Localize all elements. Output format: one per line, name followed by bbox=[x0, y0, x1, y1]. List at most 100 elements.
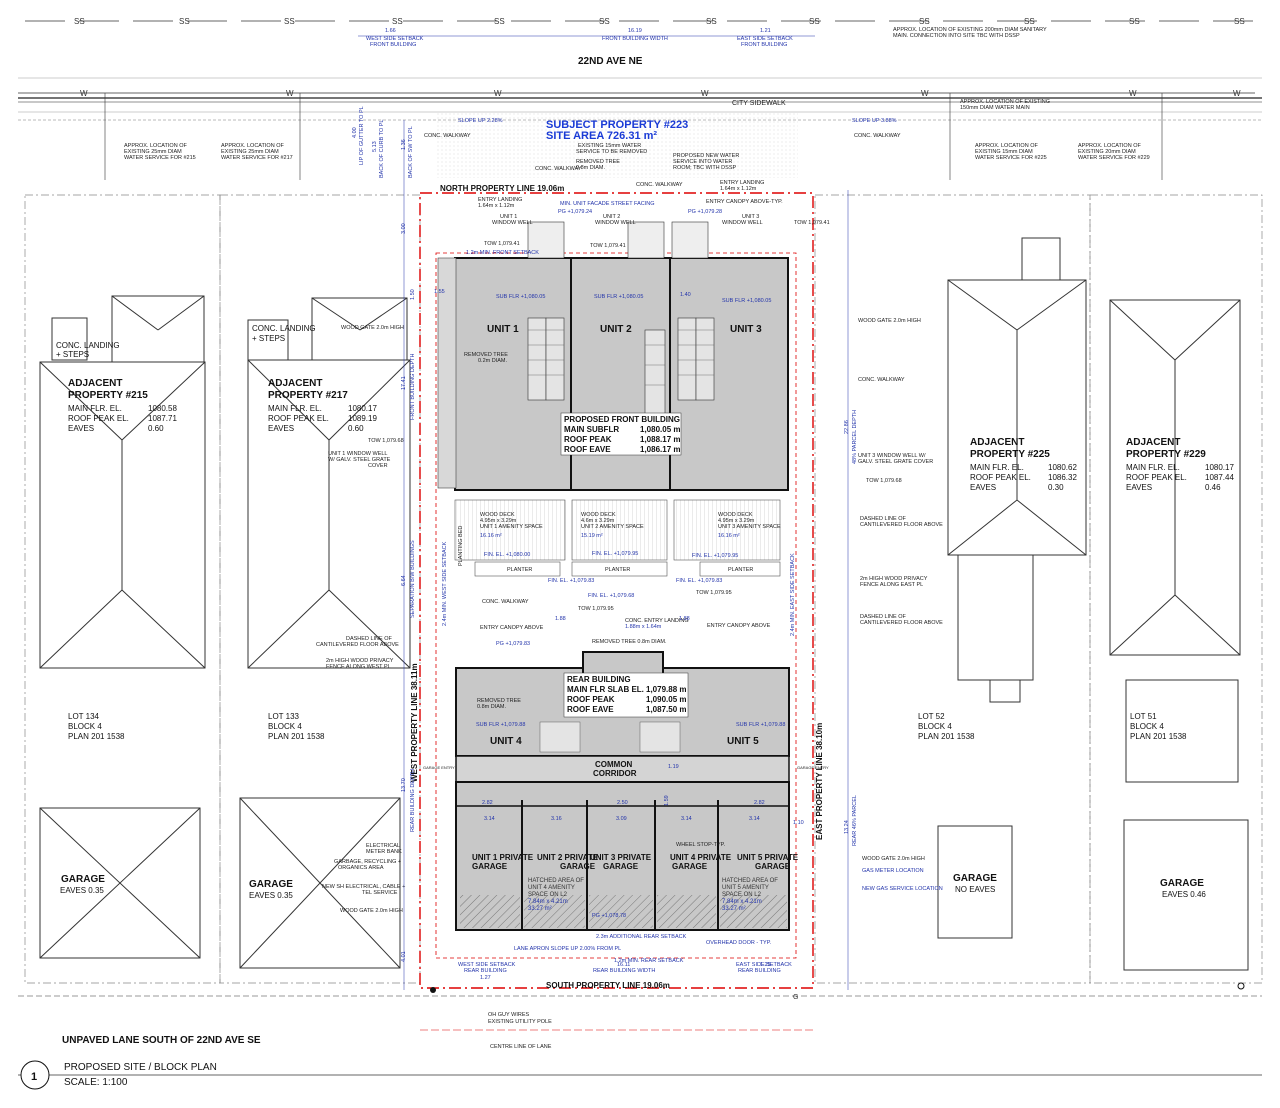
svg-text:WEST SIDE SETBACK: WEST SIDE SETBACK bbox=[366, 36, 424, 42]
svg-text:APPROX. LOCATION OF: APPROX. LOCATION OF bbox=[1078, 143, 1141, 149]
svg-text:1080.62: 1080.62 bbox=[1048, 463, 1077, 472]
svg-text:1,080.05 m: 1,080.05 m bbox=[640, 425, 680, 434]
svg-text:SERVICE INTO WATER: SERVICE INTO WATER bbox=[673, 159, 732, 165]
svg-text:1086.32: 1086.32 bbox=[1048, 473, 1077, 482]
svg-text:BLOCK 4: BLOCK 4 bbox=[268, 722, 302, 731]
svg-text:0.46: 0.46 bbox=[1205, 483, 1221, 492]
svg-text:SPACE ON L2: SPACE ON L2 bbox=[722, 892, 762, 898]
svg-text:1080.17: 1080.17 bbox=[1205, 463, 1234, 472]
svg-text:EAST SIDE SETBACK: EAST SIDE SETBACK bbox=[736, 962, 792, 968]
svg-text:1.27: 1.27 bbox=[480, 975, 491, 981]
unit-1-label: UNIT 1 bbox=[487, 324, 519, 335]
water-label: W bbox=[1129, 89, 1137, 98]
svg-text:BACK OF SW TO PL: BACK OF SW TO PL bbox=[408, 126, 414, 178]
svg-text:EXISTING 25mm DIAM: EXISTING 25mm DIAM bbox=[221, 149, 279, 155]
svg-text:BACK OF CURB TO PL: BACK OF CURB TO PL bbox=[379, 120, 385, 178]
unit-4-label: UNIT 4 bbox=[490, 736, 522, 747]
svg-text:TOW 1,079.41: TOW 1,079.41 bbox=[590, 243, 626, 249]
svg-text:BLOCK 4: BLOCK 4 bbox=[918, 722, 952, 731]
svg-text:CENTRE LINE OF LANE: CENTRE LINE OF LANE bbox=[490, 1044, 552, 1050]
svg-text:0.2m DIAM.: 0.2m DIAM. bbox=[478, 358, 508, 364]
svg-text:WEST SIDE SETBACK: WEST SIDE SETBACK bbox=[458, 962, 516, 968]
svg-text:16.16 m²: 16.16 m² bbox=[480, 533, 502, 539]
svg-text:ENTRY CANOPY ABOVE: ENTRY CANOPY ABOVE bbox=[480, 625, 544, 631]
svg-text:TOW 1,079.41: TOW 1,079.41 bbox=[484, 241, 520, 247]
svg-text:4.95m x 3.29m: 4.95m x 3.29m bbox=[480, 518, 517, 524]
svg-text:MAIN FLR. EL.: MAIN FLR. EL. bbox=[68, 404, 122, 413]
svg-text:CANTILEVERED FLOOR ABOVE: CANTILEVERED FLOOR ABOVE bbox=[860, 522, 943, 528]
svg-text:GARAGE ENTRY: GARAGE ENTRY bbox=[797, 765, 829, 770]
sanitary-label: SS bbox=[1234, 17, 1245, 26]
svg-text:WATER SERVICE FOR #217: WATER SERVICE FOR #217 bbox=[221, 155, 293, 161]
svg-text:UNIT 1: UNIT 1 bbox=[500, 214, 517, 220]
east-property-line: EAST PROPERTY LINE 38.10m bbox=[815, 723, 824, 840]
svg-text:CONC. WALKWAY: CONC. WALKWAY bbox=[854, 133, 901, 139]
sanitary-label: SS bbox=[494, 17, 505, 26]
svg-text:HATCHED AREA OF: HATCHED AREA OF bbox=[722, 878, 778, 884]
svg-text:UNIT 2 PRIVATE: UNIT 2 PRIVATE bbox=[537, 853, 599, 862]
svg-text:EAST SIDE SETBACK: EAST SIDE SETBACK bbox=[737, 36, 793, 42]
svg-text:1080.58: 1080.58 bbox=[148, 404, 177, 413]
svg-text:WINDOW WELL: WINDOW WELL bbox=[595, 220, 636, 226]
svg-text:APPROX. LOCATION OF EXISTING 2: APPROX. LOCATION OF EXISTING 200mm DIAM … bbox=[893, 27, 1047, 33]
svg-text:REAR BUILDING: REAR BUILDING bbox=[567, 675, 631, 684]
svg-text:MAIN FLR SLAB EL.: MAIN FLR SLAB EL. bbox=[567, 685, 644, 694]
svg-text:PLAN 201 1538: PLAN 201 1538 bbox=[68, 732, 125, 741]
sanitary-label: SS bbox=[1024, 17, 1035, 26]
svg-text:UNIT 2 AMENITY SPACE: UNIT 2 AMENITY SPACE bbox=[581, 524, 644, 530]
north-street-label: 22ND AVE NE bbox=[578, 56, 643, 67]
adjacent-lots bbox=[24, 194, 1263, 984]
svg-text:GARAGE: GARAGE bbox=[755, 862, 791, 871]
svg-text:MAIN FLR. EL.: MAIN FLR. EL. bbox=[970, 463, 1024, 472]
svg-text:SLOPE UP 3.88%: SLOPE UP 3.88% bbox=[852, 118, 897, 124]
svg-text:PLAN 201 1538: PLAN 201 1538 bbox=[268, 732, 325, 741]
svg-text:REAR BUILDING: REAR BUILDING bbox=[464, 968, 507, 974]
svg-text:EXISTING 20mm DIAM: EXISTING 20mm DIAM bbox=[1078, 149, 1136, 155]
svg-text:ORGANICS AREA: ORGANICS AREA bbox=[338, 865, 384, 871]
svg-text:ADJACENT: ADJACENT bbox=[268, 378, 322, 389]
svg-text:MAIN SUBFLR: MAIN SUBFLR bbox=[564, 425, 619, 434]
svg-text:ENTRY CANOPY ABOVE-TYP.: ENTRY CANOPY ABOVE-TYP. bbox=[706, 199, 783, 205]
svg-text:WINDOW WELL: WINDOW WELL bbox=[722, 220, 763, 226]
svg-text:TOW 1,079.68: TOW 1,079.68 bbox=[368, 438, 404, 444]
svg-text:SEPARATION B/W BUILDINGS: SEPARATION B/W BUILDINGS bbox=[410, 540, 416, 618]
svg-text:1.64m x 1.12m: 1.64m x 1.12m bbox=[720, 186, 757, 192]
svg-text:1089.19: 1089.19 bbox=[348, 414, 377, 423]
svg-text:SUB FLR +1,079.88: SUB FLR +1,079.88 bbox=[476, 722, 525, 728]
svg-text:1.55: 1.55 bbox=[434, 289, 445, 295]
svg-text:16.16 m²: 16.16 m² bbox=[718, 533, 740, 539]
svg-text:3.14: 3.14 bbox=[749, 816, 760, 822]
svg-text:FIN. EL. +1,079.68: FIN. EL. +1,079.68 bbox=[588, 593, 634, 599]
unit-5-label: UNIT 5 bbox=[727, 736, 759, 747]
svg-text:WOOD GATE 2.0m HIGH: WOOD GATE 2.0m HIGH bbox=[858, 318, 921, 324]
svg-text:1.10: 1.10 bbox=[793, 820, 804, 826]
svg-text:1.59: 1.59 bbox=[664, 795, 670, 806]
svg-text:FIN. EL. +1,079.95: FIN. EL. +1,079.95 bbox=[592, 551, 638, 557]
svg-text:7.84m x 4.21m: 7.84m x 4.21m bbox=[722, 899, 762, 905]
sanitary-label: SS bbox=[599, 17, 610, 26]
svg-text:SERVICE TO BE REMOVED: SERVICE TO BE REMOVED bbox=[576, 149, 647, 155]
svg-text:METER BANK: METER BANK bbox=[366, 849, 402, 855]
svg-text:CONC. LANDING: CONC. LANDING bbox=[252, 324, 316, 333]
svg-text:PLANTER: PLANTER bbox=[728, 567, 753, 573]
svg-text:CANTILEVERED FLOOR ABOVE: CANTILEVERED FLOOR ABOVE bbox=[860, 620, 943, 626]
svg-text:TOW 1,079.95: TOW 1,079.95 bbox=[696, 590, 732, 596]
svg-text:MIN. UNIT FACADE STREET FACING: MIN. UNIT FACADE STREET FACING bbox=[560, 201, 655, 207]
adjacent-garages bbox=[39, 797, 1249, 971]
svg-text:TOW 1,079.41: TOW 1,079.41 bbox=[794, 220, 830, 226]
svg-text:UNIT 4 PRIVATE: UNIT 4 PRIVATE bbox=[670, 853, 732, 862]
svg-text:UNIT 3 PRIVATE: UNIT 3 PRIVATE bbox=[590, 853, 652, 862]
svg-text:4.95m x 3.29m: 4.95m x 3.29m bbox=[718, 518, 755, 524]
svg-text:ADJACENT: ADJACENT bbox=[68, 378, 122, 389]
svg-text:1,090.05 m: 1,090.05 m bbox=[646, 695, 686, 704]
svg-text:2m HIGH WOOD PRIVACY: 2m HIGH WOOD PRIVACY bbox=[326, 658, 394, 664]
svg-text:EAVES 0.35: EAVES 0.35 bbox=[249, 891, 293, 900]
svg-text:2.82: 2.82 bbox=[754, 800, 765, 806]
adjacent-215-info: CONC. LANDING + STEPS ADJACENT PROPERTY … bbox=[56, 341, 177, 895]
svg-text:WOOD DECK: WOOD DECK bbox=[480, 512, 515, 518]
drawing-scale: SCALE: 1:100 bbox=[64, 1077, 128, 1088]
water-label: W bbox=[701, 89, 709, 98]
water-label: W bbox=[1233, 89, 1241, 98]
svg-text:ROOF PEAK: ROOF PEAK bbox=[564, 435, 612, 444]
